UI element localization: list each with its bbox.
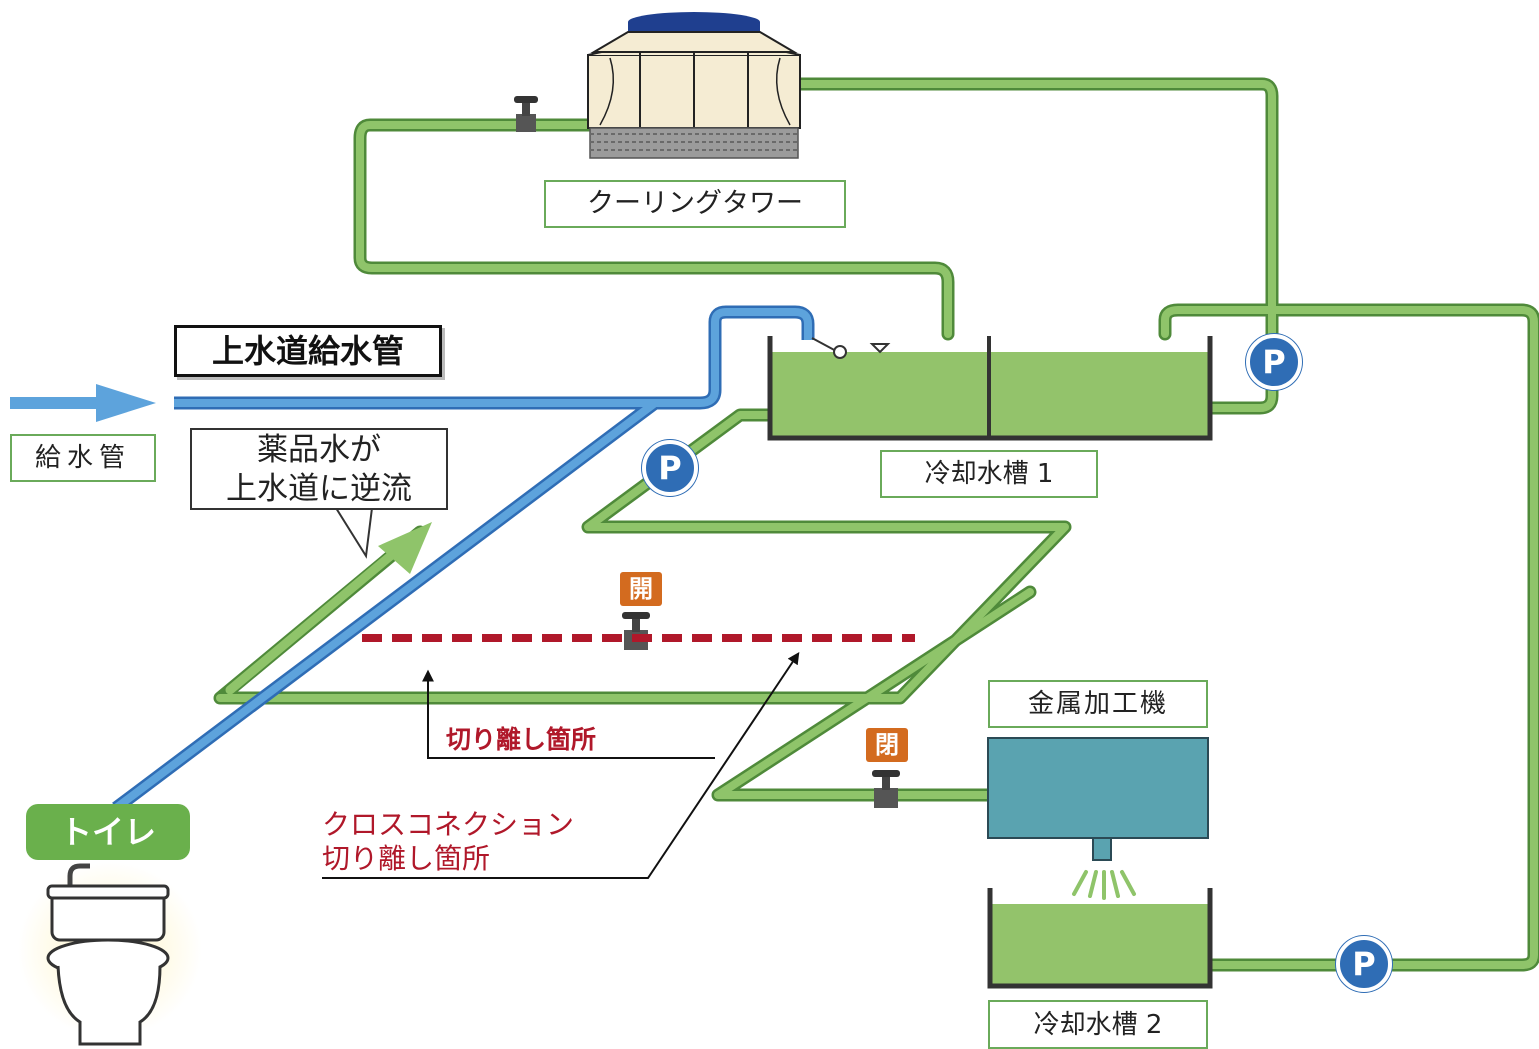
tank-2 [987,888,1213,989]
open-tag: 開 [620,572,662,606]
tank1-label: 冷却水槽 1 [880,450,1098,498]
cooling-tower-label: クーリングタワー [544,180,846,228]
tank-1 [767,336,1213,441]
cross-connection-line2: 切り離し箇所 [322,842,491,875]
separation-point-label: 切り離し箇所 [446,725,597,754]
tank2-label: 冷却水槽 2 [988,1000,1208,1049]
inlet-arrow [10,384,156,422]
backflow-note: 薬品水が 上水道に逆流 [190,428,448,510]
speech-tail [334,507,374,559]
cross-connection-line1: クロスコネクション [322,808,575,841]
backflow-note-line1: 薬品水が [257,432,381,468]
metal-machine-label: 金属加工機 [988,680,1208,728]
backflow-note-line2: 上水道に逆流 [226,471,412,507]
cross-connection-callout [322,652,800,879]
valve-icon[interactable] [622,612,650,650]
main-supply-label: 上水道給水管 [174,325,442,377]
closed-tag: 閉 [866,728,908,762]
supply-pipe-label: 給水管 [10,434,156,482]
cooling-pipes [213,77,1539,972]
pump-icon[interactable]: P [642,440,698,496]
cross-connection-label: クロスコネクション 切り離し箇所 [322,808,574,876]
separation-callout [422,669,715,759]
water-supply-pipe [112,305,815,814]
toilet-label: トイレ [26,804,190,860]
toilet-icon [18,862,202,1046]
pump-icon[interactable]: P [1336,936,1392,992]
backflow-arrow [225,522,432,695]
valve-icon[interactable] [872,770,900,808]
valve-icon[interactable] [514,96,538,132]
metal-machine [987,737,1209,900]
cooling-tower [587,12,801,159]
pump-icon[interactable]: P [1246,334,1302,390]
